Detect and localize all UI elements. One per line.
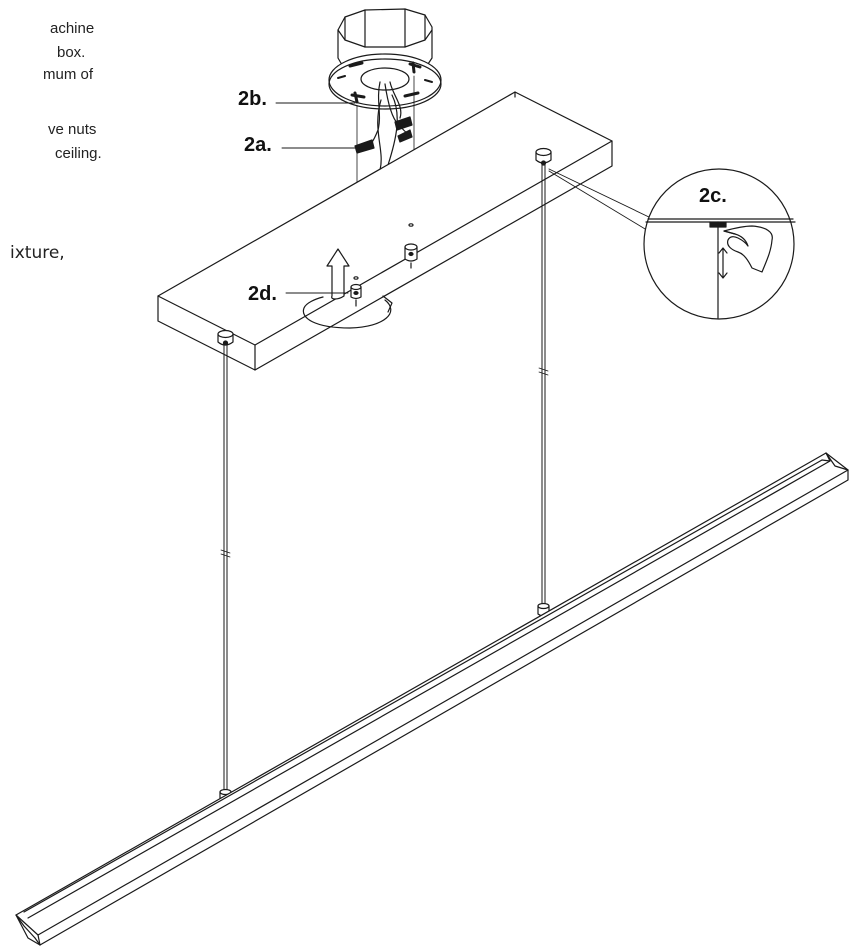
callout-leaders	[275, 102, 358, 294]
rotation-arrow	[302, 248, 393, 329]
callout-2b: 2b.	[238, 88, 267, 110]
canopy-cable-gripper-right	[535, 147, 552, 166]
instruction-text-2: box.	[57, 44, 86, 61]
callout-2c: 2c.	[699, 185, 727, 207]
canopy-cable-gripper-left	[217, 329, 234, 346]
detail-bubble-2c	[548, 168, 796, 320]
linear-fixture	[15, 452, 849, 946]
canopy-fasteners	[350, 223, 418, 307]
instruction-text-3: mum of	[43, 66, 94, 83]
instruction-text-1: achine	[50, 20, 95, 37]
wires	[354, 81, 413, 171]
instruction-text-6: ixture,	[10, 243, 65, 263]
callout-2a: 2a.	[244, 134, 272, 156]
guide-lines	[356, 75, 415, 183]
suspension-cables	[220, 164, 549, 796]
mounting-plate	[328, 53, 442, 110]
callout-2d: 2d.	[248, 283, 277, 305]
mounting-screws	[353, 61, 416, 104]
canopy	[157, 91, 613, 371]
instruction-text-4: ve nuts	[48, 121, 97, 138]
instruction-text-5: ceiling.	[55, 145, 102, 162]
